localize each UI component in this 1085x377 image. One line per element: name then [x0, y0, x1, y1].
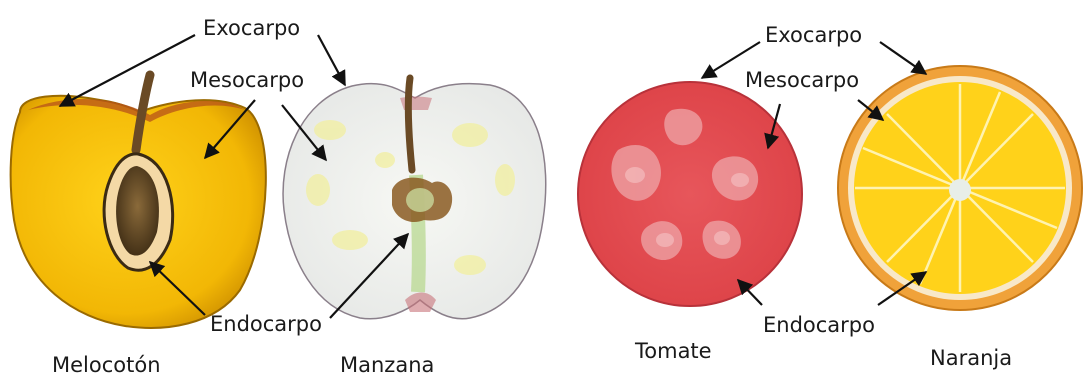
apple-illustration — [283, 78, 546, 319]
peach-illustration — [11, 75, 266, 328]
tomato-name: Tomate — [634, 339, 712, 363]
peach-name: Melocotón — [52, 353, 161, 377]
orange-illustration — [838, 66, 1082, 310]
right-mesocarp-label: Mesocarpo — [745, 68, 859, 92]
tomato-illustration — [578, 82, 802, 306]
orange-name: Naranja — [930, 346, 1012, 370]
left-mesocarp-label: Mesocarpo — [190, 68, 304, 92]
left-endocarp-label: Endocarpo — [210, 312, 322, 336]
left-exocarp-label: Exocarpo — [203, 16, 300, 40]
apple-name: Manzana — [340, 353, 434, 377]
right-exocarp-label: Exocarpo — [765, 23, 862, 47]
right-endocarp-label: Endocarpo — [763, 313, 875, 337]
